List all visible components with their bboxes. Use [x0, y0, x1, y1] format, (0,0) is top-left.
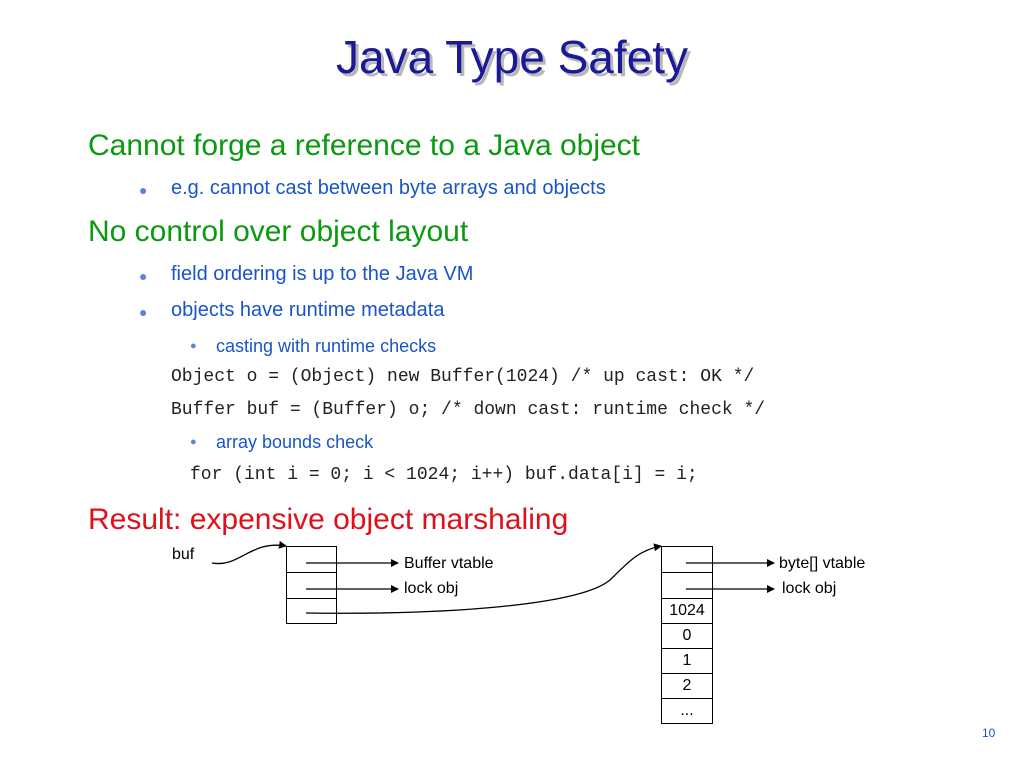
- bullet-icon: ●: [139, 304, 148, 320]
- array-length-cell: 1024: [661, 598, 713, 624]
- point-cannot-forge: Cannot forge a reference to a Java objec…: [88, 129, 641, 162]
- buffer-vtable-label: Buffer vtable: [404, 555, 494, 572]
- buf-label: buf: [172, 546, 195, 563]
- page-number: 10: [982, 726, 996, 740]
- buffer-data-cell: [286, 598, 337, 624]
- nested-bounds-check: array bounds check: [216, 432, 374, 452]
- nested-casting-checks: casting with runtime checks: [216, 336, 437, 356]
- bullet-icon: ●: [139, 268, 148, 284]
- array-element-cell: ...: [661, 698, 713, 724]
- code-line-downcast: Buffer buf = (Buffer) o; /* down cast: r…: [171, 400, 766, 420]
- bullet-icon: ●: [139, 182, 148, 198]
- slide-title: Java Type Safety: [335, 31, 689, 83]
- data-reference-arrow: [305, 543, 662, 614]
- code-line-upcast: Object o = (Object) new Buffer(1024) /* …: [171, 367, 755, 387]
- sub-point-cast: e.g. cannot cast between byte arrays and…: [171, 177, 606, 199]
- array-lock-label: lock obj: [782, 580, 837, 597]
- result-statement: Result: expensive object marshaling: [88, 503, 569, 536]
- buffer-lock-label: lock obj: [404, 580, 459, 597]
- buf-pointer-arrow: [211, 540, 287, 565]
- code-line-loop: for (int i = 0; i < 1024; i++) buf.data[…: [190, 465, 698, 485]
- bullet-icon: ●: [190, 340, 197, 352]
- bullet-icon: ●: [190, 436, 197, 448]
- array-lock-cell: [661, 572, 713, 599]
- array-vtable-label: byte[] vtable: [779, 555, 866, 572]
- array-element-cell: 0: [661, 623, 713, 649]
- sub-point-runtime-metadata: objects have runtime metadata: [171, 299, 445, 321]
- array-element-cell: 2: [661, 673, 713, 699]
- point-no-control: No control over object layout: [88, 215, 469, 248]
- array-header-cell: [661, 546, 713, 573]
- sub-point-field-ordering: field ordering is up to the Java VM: [171, 263, 474, 285]
